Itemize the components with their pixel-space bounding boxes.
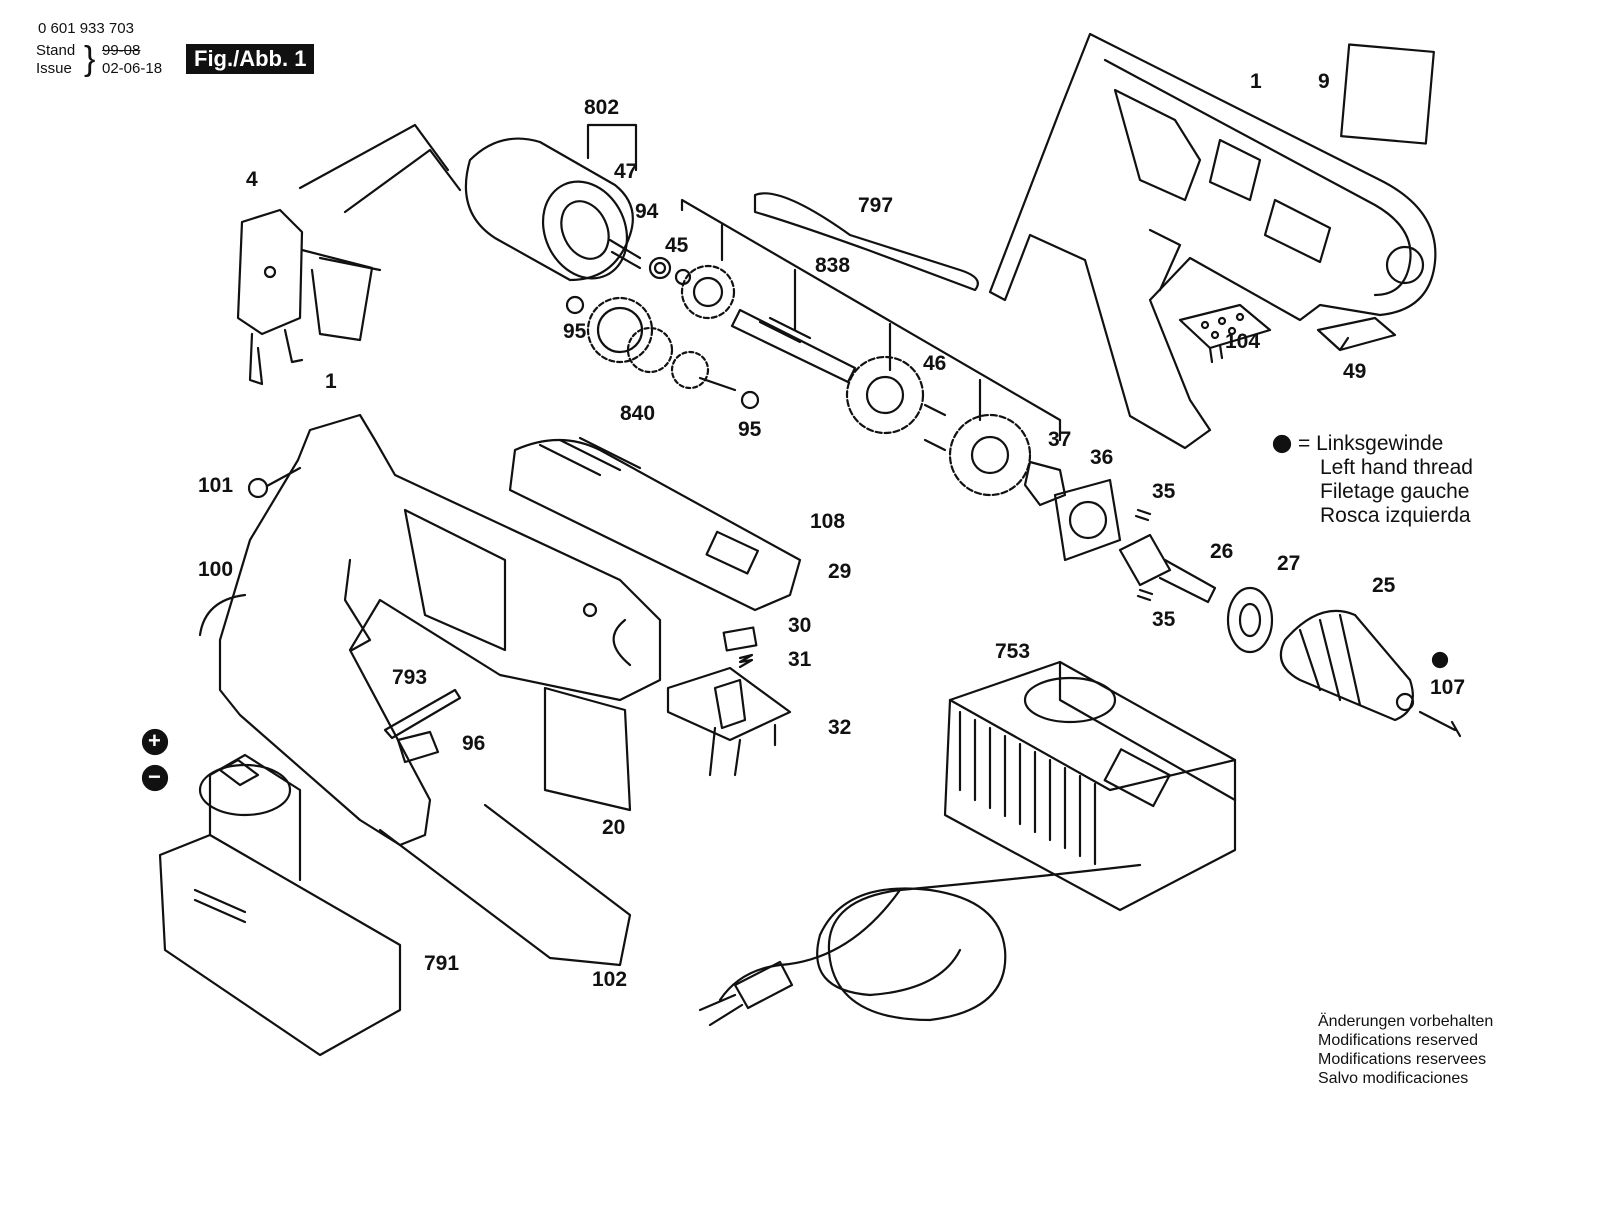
pin-35b <box>1136 588 1154 602</box>
screw-101 <box>247 466 302 499</box>
output-shaft <box>1118 533 1217 604</box>
callout-100: 100 <box>198 558 234 581</box>
contact-block <box>722 626 758 652</box>
callout-753: 753 <box>995 640 1031 663</box>
callout-95-lower: 95 <box>738 418 762 441</box>
note-line-2: Modifications reserved <box>1318 1032 1479 1049</box>
label-plate <box>1340 43 1435 145</box>
screwdriver-bit <box>383 688 462 740</box>
callout-29: 29 <box>828 560 852 583</box>
housing-bottom-left <box>218 413 662 847</box>
legend-symbol: = <box>1298 432 1317 455</box>
note-line-4: Salvo modificaciones <box>1318 1070 1469 1087</box>
motor <box>298 123 642 282</box>
plus-sign: + <box>148 728 161 753</box>
gears-left <box>565 256 760 410</box>
gears-right <box>845 355 1067 507</box>
battery-charger <box>943 660 1237 912</box>
part-number: 0 601 933 703 <box>38 20 134 37</box>
seal-wire <box>378 803 632 967</box>
gear-housing <box>1053 478 1122 562</box>
callout-1-top: 1 <box>1250 70 1262 93</box>
switch-board <box>1178 303 1272 364</box>
spring <box>738 653 754 669</box>
label-sticker <box>543 686 632 812</box>
contact-carrier <box>666 666 792 777</box>
cable <box>198 593 247 637</box>
issue-label: Issue <box>36 60 72 77</box>
callout-107: 107 <box>1430 676 1466 699</box>
callout-9: 9 <box>1318 70 1330 93</box>
callout-49: 49 <box>1343 360 1367 383</box>
note-line-1: Änderungen vorbehalten <box>1318 1013 1494 1030</box>
callout-27: 27 <box>1277 552 1301 575</box>
stand-value: 99-08 <box>102 42 141 59</box>
callout-26: 26 <box>1210 540 1234 563</box>
callout-96: 96 <box>462 732 486 755</box>
bit-holder <box>396 730 440 764</box>
callout-101: 101 <box>198 474 234 497</box>
minus-terminal-marker <box>141 764 169 792</box>
callout-4: 4 <box>246 168 258 191</box>
callout-35-upper: 35 <box>1152 480 1176 503</box>
callout-47: 47 <box>614 160 638 183</box>
callout-32: 32 <box>828 716 852 739</box>
stand-label: Stand <box>36 42 76 59</box>
callout-802: 802 <box>584 96 620 119</box>
callout-791: 791 <box>424 952 460 975</box>
callout-25: 25 <box>1372 574 1396 597</box>
callout-30: 30 <box>788 614 812 637</box>
power-plug <box>698 960 794 1027</box>
callout-797: 797 <box>858 194 894 217</box>
callout-108: 108 <box>810 510 846 533</box>
legend: = Linksgewinde Left hand thread Filetage… <box>1298 432 1473 528</box>
callout-102: 102 <box>592 968 628 991</box>
battery-cover <box>508 436 802 612</box>
callout-37: 37 <box>1048 428 1072 451</box>
legend-line-1: Linksgewinde <box>1316 432 1444 455</box>
legend-line-4: Rosca izquierda <box>1320 504 1471 527</box>
battery-pack <box>158 753 402 1057</box>
callout-46: 46 <box>923 352 947 375</box>
issue-value: 02-06-18 <box>102 60 163 77</box>
legend-line-2: Left hand thread <box>1320 456 1473 479</box>
housing-top-right <box>988 32 1437 450</box>
callout-1-left: 1 <box>325 370 337 393</box>
modifications-note: Änderungen vorbehalten Modifications res… <box>1318 1012 1493 1088</box>
callout-793: 793 <box>392 666 428 689</box>
pin-35a <box>1134 508 1152 522</box>
wrist-strap <box>753 192 979 292</box>
callout-838: 838 <box>815 254 851 277</box>
header-brace: } <box>84 40 96 78</box>
clip <box>1316 316 1397 352</box>
callout-840: 840 <box>620 402 656 425</box>
note-line-3: Modifications reservees <box>1318 1051 1487 1068</box>
minus-sign: − <box>148 764 161 789</box>
switch <box>236 208 382 386</box>
bearing <box>1226 586 1274 654</box>
figure-badge: Fig./Abb. 1 <box>186 44 315 74</box>
callout-36: 36 <box>1090 446 1114 469</box>
legend-line-3: Filetage gauche <box>1320 480 1470 503</box>
callout-20: 20 <box>602 816 626 839</box>
callout-45: 45 <box>665 234 689 257</box>
power-cord <box>718 863 1142 1022</box>
plus-terminal-marker <box>141 728 169 756</box>
callout-31: 31 <box>788 648 812 671</box>
spindle-shaft <box>730 308 857 384</box>
callout-104: 104 <box>1225 330 1261 353</box>
legend-bullet <box>1272 434 1292 454</box>
drill-chuck <box>1279 609 1415 722</box>
left-thread-marker-chuck <box>1431 651 1449 669</box>
callout-35-lower: 35 <box>1152 608 1176 631</box>
chuck-screw <box>1418 710 1462 738</box>
callout-94: 94 <box>635 200 659 223</box>
callout-95-upper: 95 <box>563 320 587 343</box>
